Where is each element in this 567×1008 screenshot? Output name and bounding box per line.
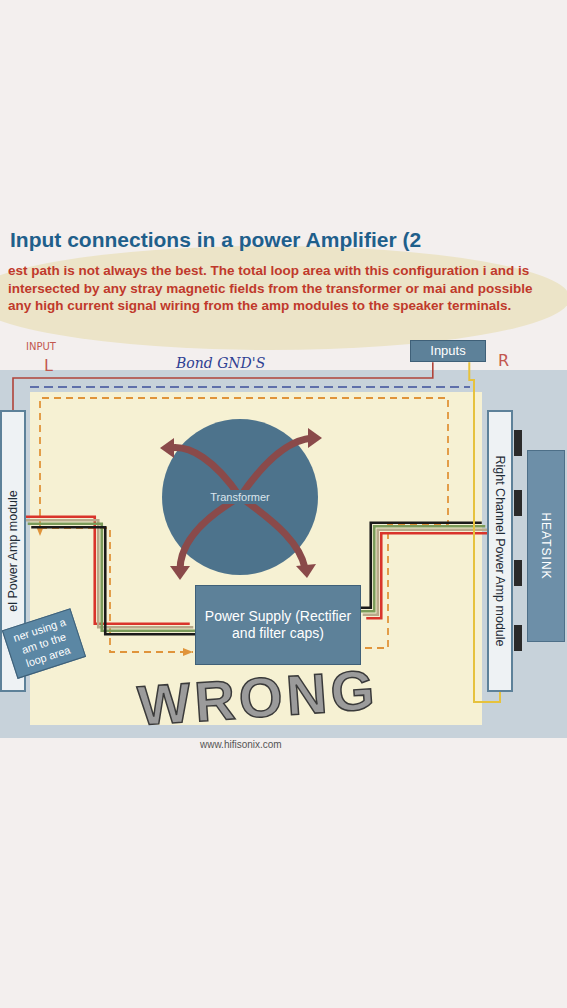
loop-arrowhead	[183, 648, 193, 656]
handwritten-note: Bond GND'S	[176, 355, 265, 371]
node-text: ner using a am to the loop area	[9, 615, 79, 673]
wire	[24, 520, 193, 627]
power-transistor	[514, 560, 522, 586]
heatsink: HEATSINK	[527, 450, 565, 642]
power-transistor	[514, 625, 522, 651]
power-transistor	[514, 430, 522, 456]
node-text: Transformer	[207, 490, 273, 504]
channel-letter: R	[498, 352, 509, 370]
power-transistor	[514, 490, 522, 516]
bond-gnd-sketch	[30, 386, 470, 387]
node-text: Inputs	[417, 343, 479, 359]
node-text: Power Supply (Rectifier and filter caps)	[204, 608, 352, 643]
subtitle-note: est path is not always the best. The tot…	[8, 262, 559, 315]
field-arrowheads	[160, 428, 322, 580]
field-arrow	[240, 438, 312, 497]
arrowhead	[170, 566, 190, 580]
handwritten-note: INPUT	[26, 341, 56, 353]
slide-title: Input connections in a power Amplifier (…	[10, 228, 421, 252]
arrowhead	[296, 564, 316, 578]
node-text: el Power Amp module	[6, 490, 20, 612]
node-text: HEATSINK	[539, 512, 553, 579]
website-credit: www.hifisonix.com	[200, 739, 282, 751]
input-connector-box: Inputs	[410, 340, 486, 362]
transformer: Transformer	[162, 419, 318, 575]
watermark: WRONG	[116, 656, 400, 740]
amp-module: Right Channel Power Amp module	[487, 410, 513, 692]
node-text: Right Channel Power Amp module	[493, 455, 507, 646]
power-supply-box: Power Supply (Rectifier and filter caps)	[195, 585, 361, 665]
highlight-band	[0, 246, 567, 350]
field-arrow	[180, 497, 240, 570]
transformer-circle	[162, 419, 318, 575]
arrowhead	[308, 428, 322, 448]
channel-letter: L	[44, 357, 53, 375]
wire-connector	[356, 523, 493, 619]
field-arrow	[240, 497, 305, 568]
field-arrows	[170, 438, 312, 570]
arrowhead	[160, 438, 174, 458]
